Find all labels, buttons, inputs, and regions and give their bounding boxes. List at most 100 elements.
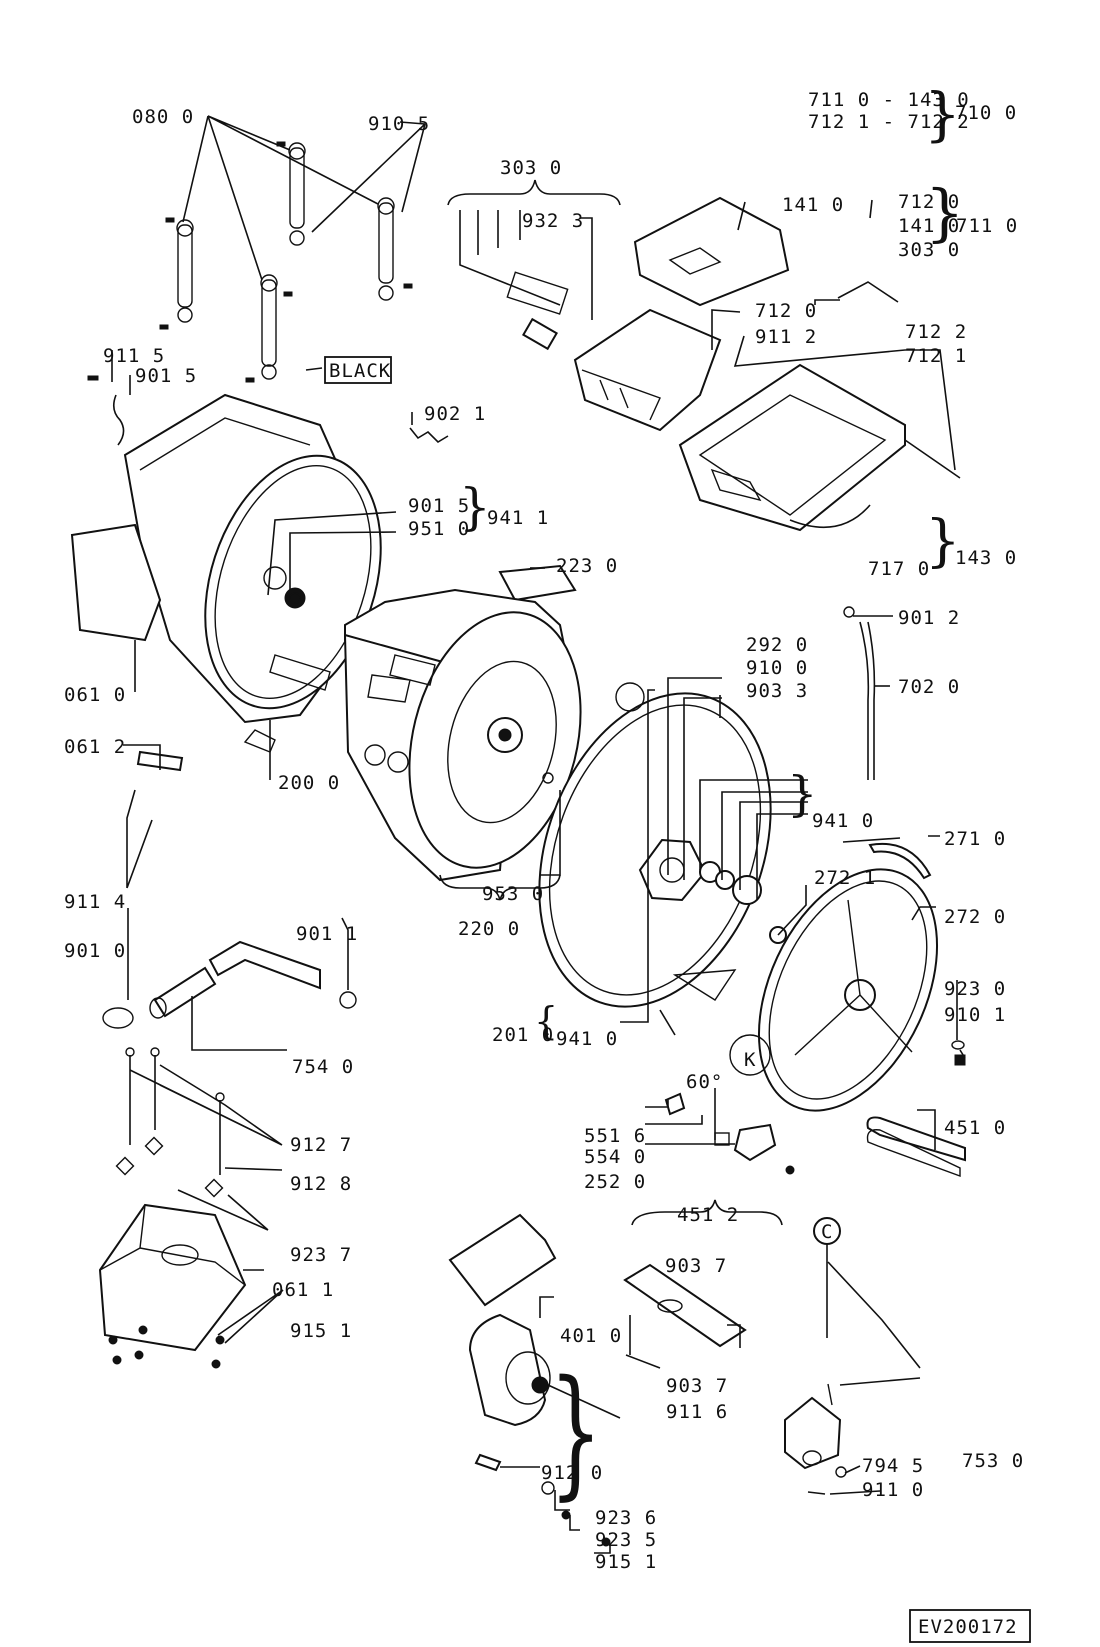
- label-551-6: 551 6: [584, 1125, 646, 1147]
- label-252-0: 252 0: [584, 1171, 646, 1193]
- group-9410-code: 941 0: [812, 810, 874, 832]
- pump-and-sensor: [784, 1217, 847, 1495]
- front-tub-half: [538, 682, 787, 1036]
- label-903-3: 903 3: [746, 680, 808, 702]
- brace-2010: {: [534, 999, 558, 1043]
- label-712-0: 712 0: [755, 300, 817, 322]
- label-911-2: 911 2: [755, 326, 817, 348]
- label-901-2: 901 2: [898, 607, 960, 629]
- label-910-5: 910 5: [368, 113, 430, 135]
- label-292-0: 292 0: [746, 634, 808, 656]
- label-141-0: 141 0: [782, 194, 844, 216]
- label-702-0: 702 0: [898, 676, 960, 698]
- shock-absorbers: [159, 115, 426, 383]
- label-910-0: 910 0: [746, 657, 808, 679]
- label-080-0: 080 0: [132, 106, 194, 128]
- label-272-1: 272 1: [814, 867, 876, 889]
- angle-label: 60°: [686, 1071, 723, 1093]
- group-7110-code: 711 0: [956, 215, 1018, 237]
- group-2010-code: 201 0: [492, 1024, 554, 1046]
- label-910-1: 910 1: [944, 1004, 1006, 1026]
- group-1430-code: 143 0: [955, 547, 1017, 569]
- label-915-1-bottom: 915 1: [595, 1551, 657, 1573]
- brace-2200: [439, 874, 561, 901]
- motor-assembly: [448, 1213, 621, 1547]
- group-1430-line-1: 717 0: [868, 558, 930, 580]
- label-912-8: 912 8: [290, 1173, 352, 1195]
- group-7110-line-1: 712 0: [898, 191, 960, 213]
- label-912-7: 912 7: [290, 1134, 352, 1156]
- drawing-code: EV200172: [918, 1616, 1018, 1638]
- group-7100-code: 710 0: [955, 102, 1017, 124]
- group-7100-line-2: 712 1 - 712 2: [808, 111, 970, 133]
- label-911-4: 911 4: [64, 891, 126, 913]
- label-911-6: 911 6: [666, 1401, 728, 1423]
- counterweight: [98, 1047, 247, 1369]
- brace-7100: }: [924, 80, 961, 148]
- label-915-1-left: 915 1: [290, 1320, 352, 1342]
- group-2010-sub: 941 0: [556, 1028, 618, 1050]
- black-tag: BLACK: [329, 360, 391, 382]
- label-220-0: 220 0: [458, 918, 520, 940]
- group-9411-line-1: 901 5: [408, 495, 470, 517]
- small-parts-left: [87, 375, 577, 772]
- motor-bracket: [623, 1199, 783, 1369]
- group-7100-line-1: 711 0 - 143 0: [808, 89, 970, 111]
- label-901-1: 901 1: [296, 923, 358, 945]
- label-903-7-bottom: 903 7: [666, 1375, 728, 1397]
- brace-9411: }: [459, 478, 491, 536]
- label-303-0: 303 0: [500, 157, 562, 179]
- sensor-k-area: [664, 1034, 795, 1175]
- label-554-0: 554 0: [584, 1146, 646, 1168]
- label-451-0: 451 0: [944, 1117, 1006, 1139]
- detergent-drawer-assembly: [573, 196, 961, 532]
- bracket-303: [447, 179, 621, 351]
- label-401-0: 401 0: [560, 1325, 622, 1347]
- label-953-0: 953 0: [482, 883, 544, 905]
- label-923-5: 923 5: [595, 1529, 657, 1551]
- label-903-7-top: 903 7: [665, 1255, 727, 1277]
- group-7530-code: 753 0: [962, 1450, 1024, 1472]
- group-7110-line-2: 141 0: [898, 215, 960, 237]
- label-271-0: 271 0: [944, 828, 1006, 850]
- label-712-1: 712 1: [905, 345, 967, 367]
- label-451-2: 451 2: [677, 1204, 739, 1226]
- label-061-2: 061 2: [64, 736, 126, 758]
- badge-k: K: [744, 1049, 756, 1071]
- label-901-5: 901 5: [135, 365, 197, 387]
- label-923-6: 923 6: [595, 1507, 657, 1529]
- label-272-0: 272 0: [944, 906, 1006, 928]
- braces: } } } } } { }: [439, 80, 964, 1514]
- label-901-0: 901 0: [64, 940, 126, 962]
- rear-tub-half: [70, 393, 382, 753]
- group-7110-line-3: 303 0: [898, 239, 960, 261]
- label-794-5: 794 5: [862, 1455, 924, 1477]
- brace-7110: }: [925, 176, 964, 249]
- label-061-0: 061 0: [64, 684, 126, 706]
- label-712-2: 712 2: [905, 321, 967, 343]
- brace-1430: }: [925, 509, 961, 574]
- label-911-5: 911 5: [103, 345, 165, 367]
- label-223-0: 223 0: [556, 555, 618, 577]
- group-9411-code: 941 1: [487, 507, 549, 529]
- brace-7530: }: [549, 1351, 602, 1513]
- leader-lines: [111, 199, 966, 1554]
- pulley-hose-belt: [757, 606, 966, 1178]
- label-902-1: 902 1: [424, 403, 486, 425]
- label-923-7: 923 7: [290, 1244, 352, 1266]
- black-tag-box: [324, 356, 392, 384]
- badge-c: C: [821, 1221, 833, 1243]
- drain-hose: [102, 940, 357, 1029]
- label-932-3: 932 3: [522, 210, 584, 232]
- brace-9410: }: [787, 766, 818, 822]
- part-labels: 080 0 910 5 303 0 932 3 141 0 712 0 911 …: [64, 106, 1006, 1573]
- label-911-0: 911 0: [862, 1479, 924, 1501]
- label-923-0: 923 0: [944, 978, 1006, 1000]
- group-9411-line-2: 951 0: [408, 518, 470, 540]
- label-912-0: 912 0: [541, 1462, 603, 1484]
- drum: [343, 588, 582, 882]
- label-061-1: 061 1: [272, 1279, 334, 1301]
- drawing-code-box: [909, 1609, 1031, 1643]
- label-754-0: 754 0: [292, 1056, 354, 1078]
